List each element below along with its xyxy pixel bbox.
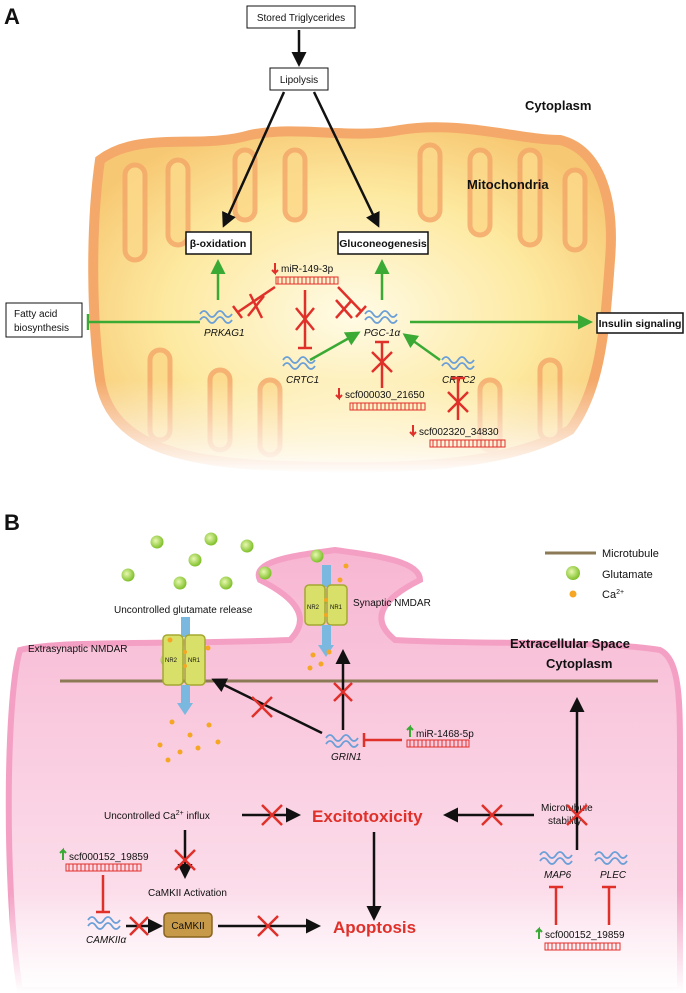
gene-crtc1: [282, 356, 316, 370]
extrasynaptic-nmdar-label: Extrasynaptic NMDAR: [28, 644, 127, 655]
up-arrow-scf19859-right: [535, 926, 543, 939]
mirna-hairpin-1468: [406, 739, 470, 748]
gene-pgc1a: [364, 310, 398, 324]
extrasynaptic-nr2-label: NR2: [165, 658, 178, 664]
inhibit-scf19859-map6: [549, 885, 563, 925]
prkag1-label: PRKAG1: [204, 328, 245, 339]
panel-a-letter: A: [4, 4, 20, 29]
down-arrow-mir149: [271, 263, 279, 276]
beta-oxidation-box: [185, 231, 252, 255]
arrow-lipolysis-boxidation: [222, 91, 286, 228]
gene-map6: [539, 851, 573, 865]
gluconeogenesis-box: [337, 231, 429, 255]
block-grin1-synaptic: [333, 682, 353, 702]
gene-plec: [594, 851, 628, 865]
camkii-label: CaMKII: [171, 921, 204, 932]
fatty-acid-label-1: Fatty acid: [14, 309, 57, 320]
panel-b-letter: B: [4, 510, 20, 535]
block-camkii-apoptosis: [257, 915, 279, 937]
fatty-acid-label-2: biosynthesis: [14, 323, 69, 334]
legend-microtubule-label: Microtubule: [602, 548, 659, 560]
block-ca-excitotoxicity: [261, 804, 283, 826]
plec-label: PLEC: [600, 870, 627, 881]
fatty-acid-box: [5, 302, 83, 338]
legend-glutamate-label: Glutamate: [602, 569, 653, 581]
block-microtubule-excitotoxicity: [481, 804, 503, 826]
legend-ca-swatch: [569, 590, 577, 598]
scf34830-label: scf002320_34830: [419, 427, 499, 438]
gene-crtc2: [441, 356, 475, 370]
extrasynaptic-nmdar: [162, 617, 206, 715]
synaptic-nmdar-label: Synaptic NMDAR: [353, 598, 431, 609]
beta-oxidation-label: β-oxidation: [190, 238, 247, 250]
legend-glutamate-swatch: [566, 566, 580, 580]
cytoplasm-label-a: Cytoplasm: [525, 98, 591, 113]
extracellular-label: Extracellular Space: [510, 636, 630, 651]
ca-influx-label: Uncontrolled Ca2+ influx: [104, 810, 210, 822]
inhibit-mir149-prkag1: [232, 285, 276, 319]
uncontrolled-glutamate-label: Uncontrolled glutamate release: [114, 605, 253, 616]
map6-label: MAP6: [544, 870, 572, 881]
gene-prkag1: [199, 310, 233, 324]
block-camkiia-camkii: [129, 916, 149, 936]
synaptic-nr1-label: NR1: [330, 605, 343, 611]
block-map-microtubule: [566, 804, 588, 826]
inhibit-scf19859-camkiia: [96, 875, 110, 914]
mir1468-label: miR-1468-5p: [416, 729, 474, 740]
mitochondria-label: Mitochondria: [467, 177, 549, 192]
cytoplasm-label-b: Cytoplasm: [546, 656, 612, 671]
excitotoxicity-label: Excitotoxicity: [312, 807, 423, 826]
block-grin1-extrasynaptic: [251, 696, 273, 718]
up-arrow-scf19859-left: [59, 847, 67, 860]
calcium-particles: [157, 563, 349, 763]
gene-grin1: [325, 734, 359, 748]
lipolysis-label: Lipolysis: [280, 75, 318, 86]
synaptic-nr2-label: NR2: [307, 605, 320, 611]
down-arrow-scf34830: [409, 425, 417, 438]
camkiia-label: CAMKIIα: [86, 935, 126, 946]
arrow-crtc2-pgc1a: [402, 333, 441, 362]
scf21650-label: scf000030_21650: [345, 390, 425, 401]
gluconeogenesis-label: Gluconeogenesis: [339, 238, 427, 250]
inhibit-mir149-crtc1: [295, 290, 315, 350]
stored-triglycerides-box: [246, 5, 356, 29]
mir149-label: miR-149-3p: [281, 264, 334, 275]
mirna-hairpin-19859-left: [65, 863, 142, 872]
pgc1a-label: PGC-1α: [364, 328, 401, 339]
apoptosis-label: Apoptosis: [333, 918, 416, 937]
block-ca-camkii: [174, 849, 196, 871]
scf19859-left-label: scf000152_19859: [69, 852, 149, 863]
mirna-hairpin-149: [275, 276, 339, 285]
extrasynaptic-nr1-label: NR1: [188, 658, 201, 664]
arrow-lipolysis-gluconeogenesis: [312, 91, 380, 228]
camkii-box: [163, 912, 213, 938]
grin1-label: GRIN1: [331, 752, 362, 763]
mirna-hairpin-21650: [349, 402, 426, 411]
mirna-hairpin-34830: [429, 439, 506, 448]
arrow-grin1-extrasynaptic: [211, 678, 323, 735]
insulin-signaling-box: [596, 312, 684, 334]
inhibit-scf21650-pgc1a: [371, 340, 393, 388]
microtubule-stability-line-2: stability: [548, 816, 581, 827]
gene-camkiia: [87, 916, 121, 930]
mirna-hairpin-19859-right: [544, 942, 621, 951]
microtubule-stability-line-1: Microtubule: [541, 803, 593, 814]
stored-triglycerides-label: Stored Triglycerides: [257, 13, 345, 24]
up-arrow-mir1468: [406, 724, 414, 737]
camkii-activation-label: CaMKII Activation: [148, 888, 227, 899]
crtc1-label: CRTC1: [286, 375, 319, 386]
inhibit-scf19859-plec: [602, 885, 616, 925]
synaptic-nmdar: [304, 565, 348, 657]
inhibit-mir149-pgc1a: [335, 286, 367, 319]
arrow-crtc1-pgc1a: [309, 331, 361, 362]
lipolysis-box: [269, 67, 329, 91]
down-arrow-scf21650: [335, 388, 343, 401]
scf19859-right-label: scf000152_19859: [545, 930, 625, 941]
inhibit-scf34830-crtc2: [447, 376, 469, 420]
legend-ca-label: Ca2+: [602, 589, 624, 601]
insulin-signaling-label: Insulin signaling: [599, 318, 682, 330]
